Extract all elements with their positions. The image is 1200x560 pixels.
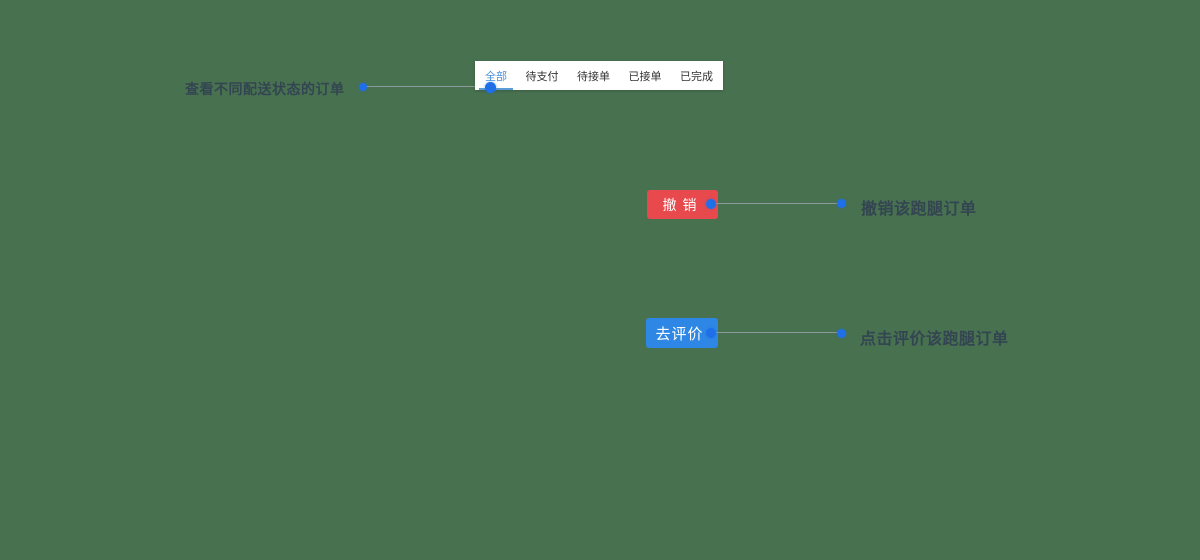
tabs-annotation-text: 查看不同配送状态的订单	[185, 81, 345, 97]
tab-accepted-label: 已接单	[628, 70, 662, 83]
order-status-tab-bar: 全部 待支付 待接单 已接单 已完成	[475, 61, 723, 90]
connector-line	[367, 86, 486, 87]
tab-awaiting-acceptance[interactable]: 待接单	[577, 61, 610, 90]
connector-dot	[706, 199, 716, 209]
connector-dot	[837, 199, 846, 208]
connector-dot	[837, 329, 846, 338]
tab-completed-label: 已完成	[680, 70, 713, 83]
tab-pending-payment[interactable]: 待支付	[526, 61, 559, 90]
revoke-annotation-text: 撤销该跑腿订单	[861, 201, 977, 218]
tab-all-label: 全部	[485, 70, 507, 83]
tab-awaiting-acceptance-label: 待接单	[577, 70, 610, 83]
connector-line	[715, 332, 838, 333]
review-annotation-text: 点击评价该跑腿订单	[860, 331, 1009, 348]
active-tab-underline	[479, 88, 513, 90]
tab-completed[interactable]: 已完成	[680, 61, 713, 90]
connector-line	[715, 203, 838, 204]
tab-all[interactable]: 全部	[479, 61, 513, 90]
tab-pending-payment-label: 待支付	[525, 70, 559, 83]
tab-accepted[interactable]: 已接单	[629, 61, 662, 90]
connector-dot-anchor	[485, 82, 496, 93]
connector-dot	[706, 328, 716, 338]
connector-dot	[359, 83, 367, 91]
